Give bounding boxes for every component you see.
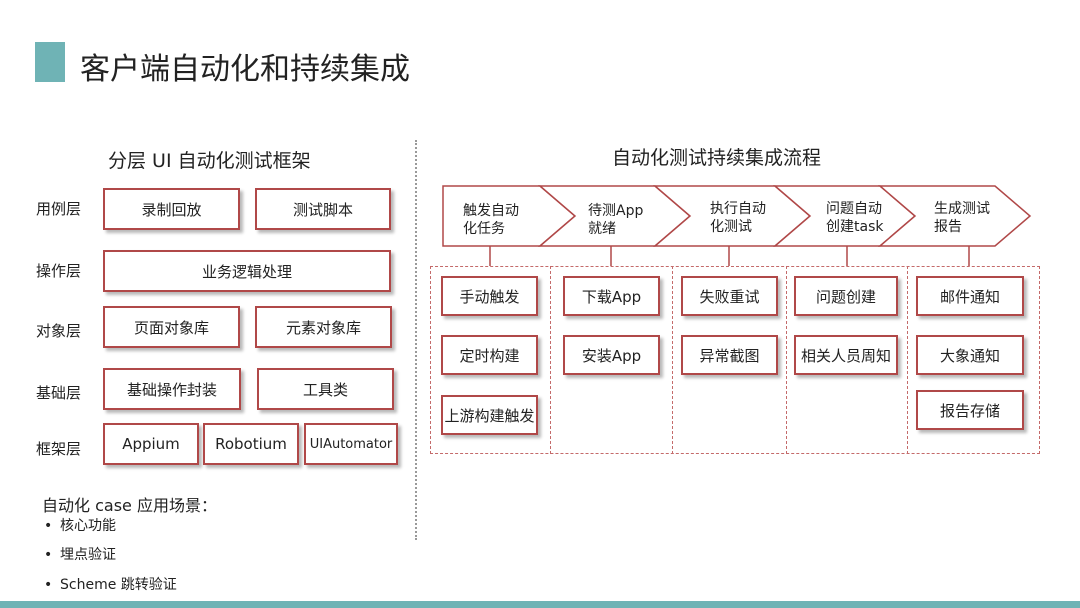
section-divider (415, 140, 417, 540)
bullet-item: •核心功能 (44, 518, 116, 534)
step-1-label: 触发自动化任务 (463, 203, 519, 237)
column-separator (907, 266, 908, 454)
page-title: 客户端自动化和持续集成 (80, 52, 410, 87)
box-base-operation: 基础操作封装 (103, 368, 241, 410)
title-accent-bar (35, 42, 65, 82)
box-exception-screenshot: 异常截图 (681, 335, 778, 375)
step-4-label: 问题自动创建task (826, 201, 884, 235)
chevron-step-5 (877, 185, 1032, 247)
box-issue-create: 问题创建 (794, 276, 898, 316)
layer-label-framework: 框架层 (36, 440, 82, 458)
box-robotium: Robotium (203, 423, 299, 465)
step-3-label: 执行自动化测试 (710, 201, 766, 235)
box-email-notify: 邮件通知 (916, 276, 1024, 316)
box-notify-related: 相关人员周知 (794, 335, 898, 375)
ci-flow-heading: 自动化测试持续集成流程 (612, 147, 822, 169)
box-business-logic: 业务逻辑处理 (103, 250, 391, 292)
step-5-label: 生成测试报告 (934, 201, 990, 235)
layer-label-operation: 操作层 (36, 262, 82, 280)
box-element-object-lib: 元素对象库 (255, 306, 392, 348)
column-separator (550, 266, 551, 454)
box-manual-trigger: 手动触发 (441, 276, 538, 316)
box-uiautomator: UIAutomator (304, 423, 398, 465)
bottom-accent-line (0, 601, 1080, 608)
box-record-playback: 录制回放 (103, 188, 240, 230)
bullet-item: •埋点验证 (44, 547, 116, 563)
box-report-storage: 报告存储 (916, 390, 1024, 430)
box-failure-retry: 失败重试 (681, 276, 778, 316)
flow-details-area (430, 266, 1040, 454)
layer-label-object: 对象层 (36, 322, 82, 340)
box-daxiang-notify: 大象通知 (916, 335, 1024, 375)
framework-heading: 分层 UI 自动化测试框架 (108, 150, 311, 172)
column-separator (786, 266, 787, 454)
box-scheduled-build: 定时构建 (441, 335, 538, 375)
column-separator (672, 266, 673, 454)
bullet-item: •Scheme 跳转验证 (44, 577, 177, 593)
box-tools: 工具类 (257, 368, 394, 410)
box-appium: Appium (103, 423, 199, 465)
box-download-app: 下载App (563, 276, 660, 316)
box-page-object-lib: 页面对象库 (103, 306, 240, 348)
case-scenarios-title: 自动化 case 应用场景： (42, 496, 217, 515)
box-install-app: 安装App (563, 335, 660, 375)
layer-label-base: 基础层 (36, 384, 82, 402)
box-upstream-trigger: 上游构建触发 (441, 395, 538, 435)
layer-label-case: 用例层 (36, 200, 82, 218)
box-test-script: 测试脚本 (255, 188, 391, 230)
